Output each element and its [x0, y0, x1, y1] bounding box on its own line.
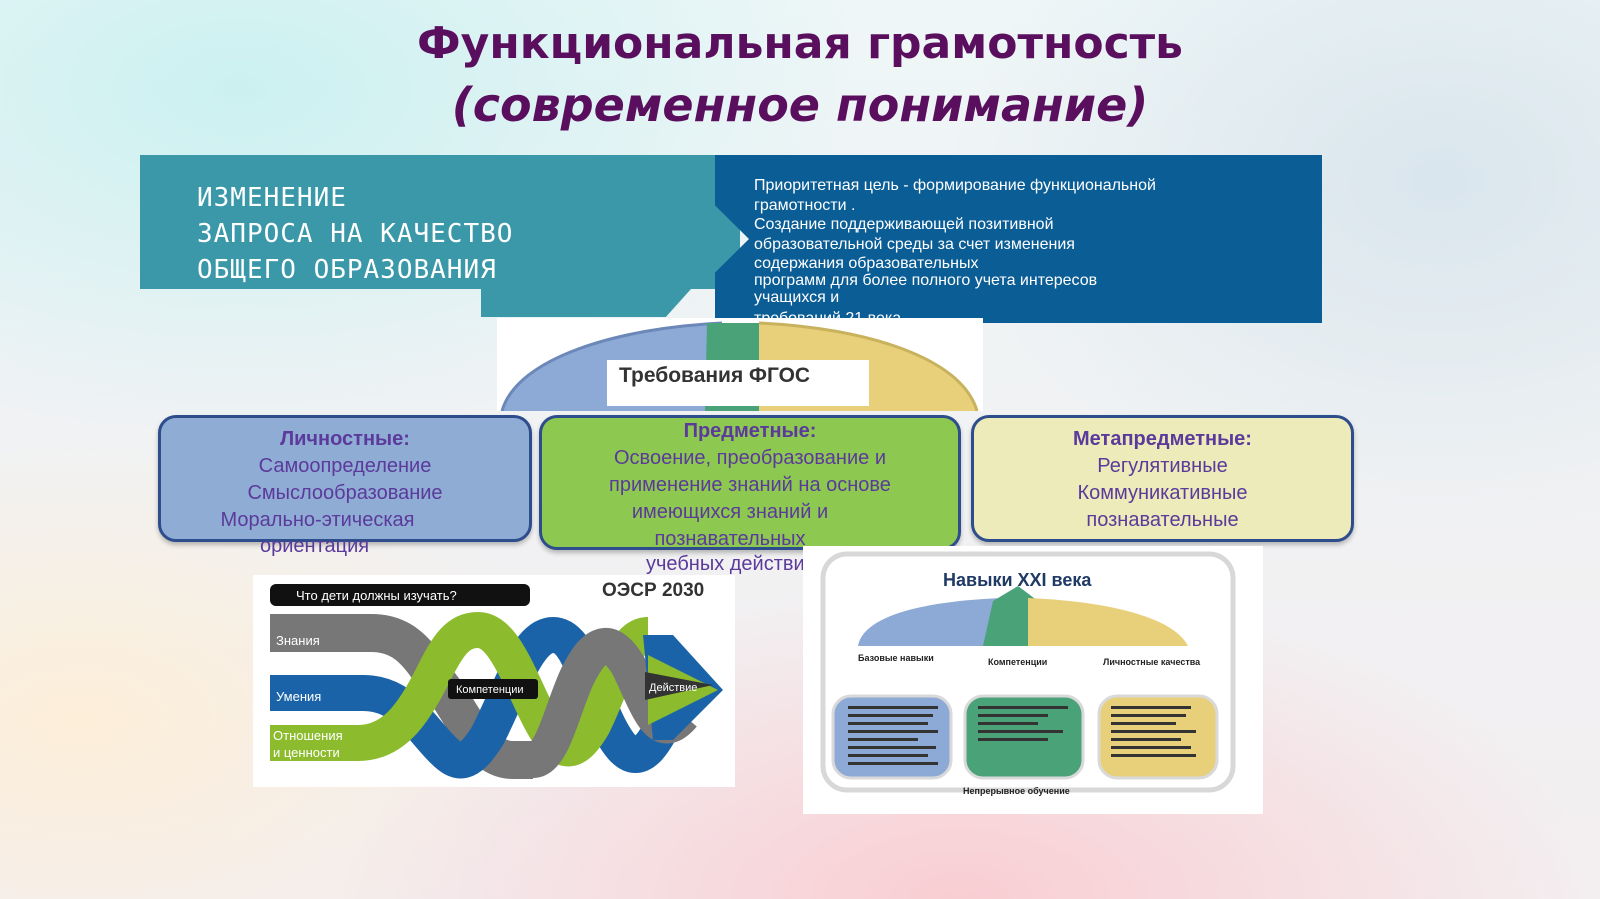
strand-label: Отношения [273, 728, 343, 743]
oecd-2030-image: Что дети должны изучать? Компетенции Дей… [253, 575, 735, 787]
goal-line: содержания образовательных [754, 255, 979, 273]
skills-col-head: Базовые навыки [858, 653, 934, 663]
skills-title: Навыки XXI века [943, 570, 1092, 590]
req-line: применение знаний на основе [609, 474, 891, 496]
goal-line: Приоритетная цель - формирование функцио… [754, 177, 1156, 194]
req-line: Регулятивные [1097, 455, 1228, 477]
req-line: Смыслообразование [247, 482, 443, 504]
req-line: ориентация [260, 535, 370, 557]
req-line: учебных действий [646, 553, 816, 575]
action-arrow [645, 672, 713, 700]
banner-heading-line: ИЗМЕНЕНИЕ [197, 183, 347, 213]
goal-line: образовательной среды за счет изменения [754, 235, 1075, 253]
req-personal-box: Личностные: Самоопределение Смыслообразо… [158, 415, 532, 542]
banner-blue-block [715, 155, 1322, 323]
req-personal-head: Личностные: [280, 428, 410, 450]
banner-heading-line: ЗАПРОСА НА КАЧЕСТВО [197, 219, 514, 249]
req-line: Освоение, преобразование и [614, 447, 886, 469]
question-pill [270, 584, 530, 606]
banner-heading: ИЗМЕНЕНИЕ ЗАПРОСА НА КАЧЕСТВО ОБЩЕГО ОБР… [197, 180, 617, 288]
strand-green [270, 611, 652, 767]
req-line: Самоопределение [258, 455, 432, 477]
skills-21-image: Навыки XXI века Базовые навыки Компетенц… [803, 546, 1263, 814]
skills-col-head: Компетенции [988, 657, 1047, 667]
oecd-weave-graphic: Что дети должны изучать? Компетенции Дей… [270, 584, 723, 779]
page-subtitle: (современное понимание) [451, 78, 1149, 132]
banner-teal-block [140, 155, 740, 289]
strand-label: и ценности [273, 745, 340, 760]
req-line: Коммуникативные [1077, 482, 1248, 504]
fgos-label: Требования ФГОС [607, 360, 869, 406]
goal-line: программ для более полного учета интерес… [754, 271, 1098, 289]
action-text: Действие [649, 682, 697, 694]
req-meta-box: Метапредметные: Регулятивные Коммуникати… [971, 415, 1354, 542]
goal-line: учащихся и [754, 288, 840, 306]
banner-teal-tail [481, 289, 691, 317]
req-line: познавательные [1086, 509, 1239, 531]
question-text: Что дети должны изучать? [296, 588, 457, 603]
skills-footer: Непрерывное обучение [963, 786, 1070, 796]
skills-graphic: Навыки XXI века Базовые навыки Компетенц… [820, 551, 1236, 796]
page-title: Функциональная грамотность [417, 18, 1183, 69]
strand-label: Знания [276, 633, 320, 648]
req-subject-head: Предметные: [683, 420, 817, 442]
skills-col-head: Личностные качества [1103, 657, 1201, 667]
strand-label: Умения [276, 689, 321, 704]
competences-text: Компетенции [456, 684, 524, 696]
req-line: имеющихся знаний и [631, 501, 829, 523]
goal-line: грамотности . [754, 196, 856, 214]
goal-line: требований 21 века [754, 310, 902, 321]
goal-line: Создание поддерживающей позитивной [754, 216, 1054, 234]
banner-heading-line: ОБЩЕГО ОБРАЗОВАНИЯ [197, 255, 497, 285]
req-line: познавательных [654, 528, 806, 550]
banner-goal-text: Приоритетная цель - формирование функцио… [754, 176, 1274, 321]
oecd-label: ОЭСР 2030 [602, 580, 705, 601]
req-line: Морально-этическая [220, 509, 415, 531]
competences-tag [448, 679, 538, 699]
req-subject-box: Предметные: Освоение, преобразование и п… [539, 415, 961, 550]
req-meta-head: Метапредметные: [1073, 428, 1252, 450]
